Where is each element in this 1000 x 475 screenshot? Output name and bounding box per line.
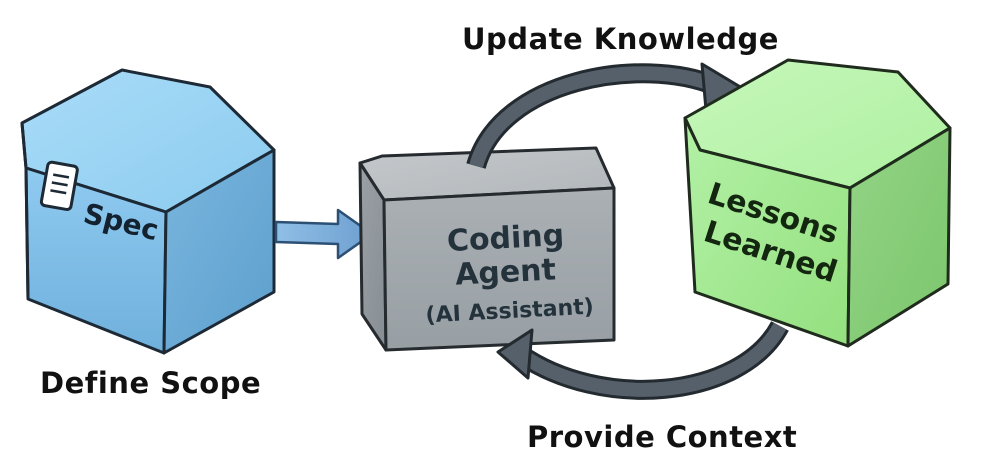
agent-label-line1: Coding — [446, 218, 565, 259]
agent-box: Coding Agent (AI Assistant) — [358, 146, 616, 352]
define-scope-label: Define Scope — [40, 366, 262, 400]
update-knowledge-label: Update Knowledge — [462, 22, 779, 56]
lessons-cube-side — [846, 126, 952, 348]
provide-context-arrow — [496, 320, 789, 400]
spec-to-agent-arrow — [274, 208, 374, 260]
agent-label-line2: Agent — [454, 252, 556, 292]
spec-cube: Spec — [20, 68, 276, 355]
lessons-cube: Lessons Learned — [683, 58, 952, 348]
provide-context-label: Provide Context — [527, 420, 798, 454]
update-knowledge-arrow — [466, 62, 754, 170]
document-icon — [39, 160, 79, 211]
agent-box-front — [382, 186, 616, 352]
spec-cube-side — [162, 148, 276, 355]
